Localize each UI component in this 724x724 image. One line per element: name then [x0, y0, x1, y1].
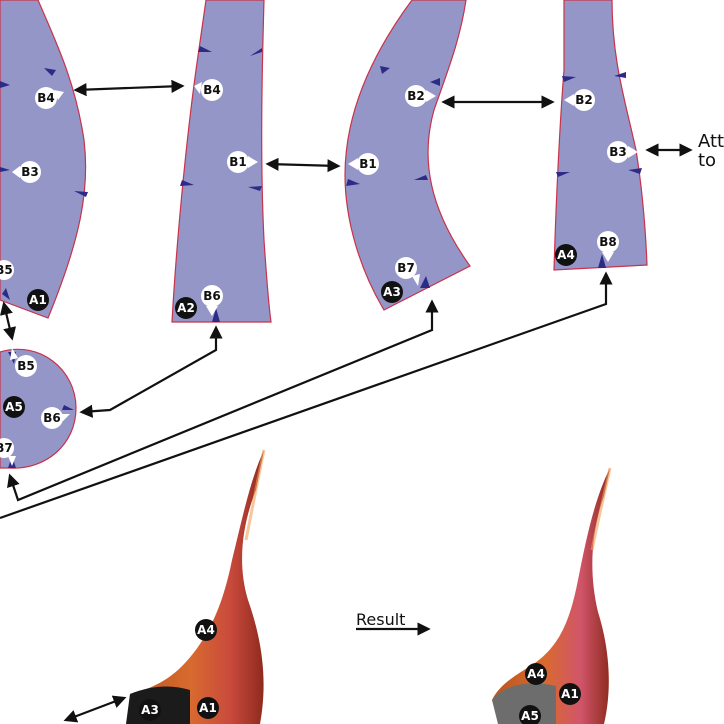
result-marker-a4: A4 [525, 663, 547, 685]
marker-b5-top: B5 [0, 260, 14, 280]
svg-text:B5: B5 [0, 263, 13, 277]
svg-text:B4: B4 [37, 91, 55, 105]
marker-b4-left: B4 [35, 87, 64, 109]
svg-text:B4: B4 [203, 83, 221, 97]
marker-b3-left: B3 [12, 161, 41, 183]
horn-illustration-result [492, 467, 612, 724]
pattern-piece-right [553, 0, 648, 271]
marker-b1-left: B1 [227, 151, 258, 173]
horn-illustration-left [126, 449, 266, 724]
marker-a2: A2 [175, 297, 197, 319]
marker-a3: A3 [381, 281, 403, 303]
horn-marker-a3: A3 [139, 699, 161, 721]
result-marker-a1: A1 [559, 683, 581, 705]
svg-text:B6: B6 [43, 411, 61, 425]
svg-text:B1: B1 [229, 155, 247, 169]
marker-a5: A5 [3, 396, 25, 418]
marker-a1: A1 [27, 289, 49, 311]
side-note-line1: Att [698, 131, 724, 152]
pattern-piece-center-right [344, 0, 471, 311]
marker-b2-left: B2 [405, 85, 436, 107]
marker-b2-right: B2 [564, 89, 595, 111]
pattern-piece-left [0, 0, 88, 319]
svg-text:A3: A3 [141, 703, 159, 717]
svg-text:A2: A2 [177, 301, 195, 315]
svg-text:A5: A5 [5, 400, 23, 414]
marker-b7-circle: B7 [0, 438, 16, 466]
svg-text:B2: B2 [575, 93, 593, 107]
marker-a4: A4 [555, 244, 577, 266]
marker-b7-top: B7 [395, 257, 420, 286]
svg-text:A1: A1 [199, 701, 217, 715]
svg-text:A5: A5 [521, 709, 539, 723]
horn-marker-a1: A1 [197, 697, 219, 719]
svg-text:B7: B7 [0, 441, 13, 455]
horn-marker-a4: A4 [195, 619, 217, 641]
marker-b6-top: B6 [201, 285, 223, 316]
svg-text:B2: B2 [407, 89, 425, 103]
marker-b8: B8 [597, 231, 619, 262]
svg-text:A1: A1 [561, 687, 579, 701]
marker-b3-right: B3 [607, 141, 638, 163]
svg-text:B8: B8 [599, 235, 617, 249]
svg-text:B7: B7 [397, 261, 415, 275]
result-label: Result [356, 610, 406, 629]
svg-text:B6: B6 [203, 289, 221, 303]
svg-text:B1: B1 [359, 157, 377, 171]
svg-text:A4: A4 [197, 623, 215, 637]
marker-b1-right: B1 [348, 153, 379, 175]
pattern-piece-center-left [171, 0, 272, 323]
side-note-line2: to [698, 150, 717, 171]
svg-text:A4: A4 [557, 248, 575, 262]
side-note: Att to [698, 132, 724, 170]
marker-b5-circle: B5 [10, 348, 37, 377]
connector-arrows [0, 79, 693, 723]
marker-b4-right: B4 [194, 79, 223, 101]
svg-text:B3: B3 [21, 165, 39, 179]
marker-b6-circle: B6 [41, 407, 70, 429]
svg-text:A3: A3 [383, 285, 401, 299]
svg-text:A4: A4 [527, 667, 545, 681]
svg-text:A1: A1 [29, 293, 47, 307]
svg-text:B3: B3 [609, 145, 627, 159]
svg-text:B5: B5 [17, 359, 35, 373]
result-marker-a5: A5 [519, 705, 541, 724]
